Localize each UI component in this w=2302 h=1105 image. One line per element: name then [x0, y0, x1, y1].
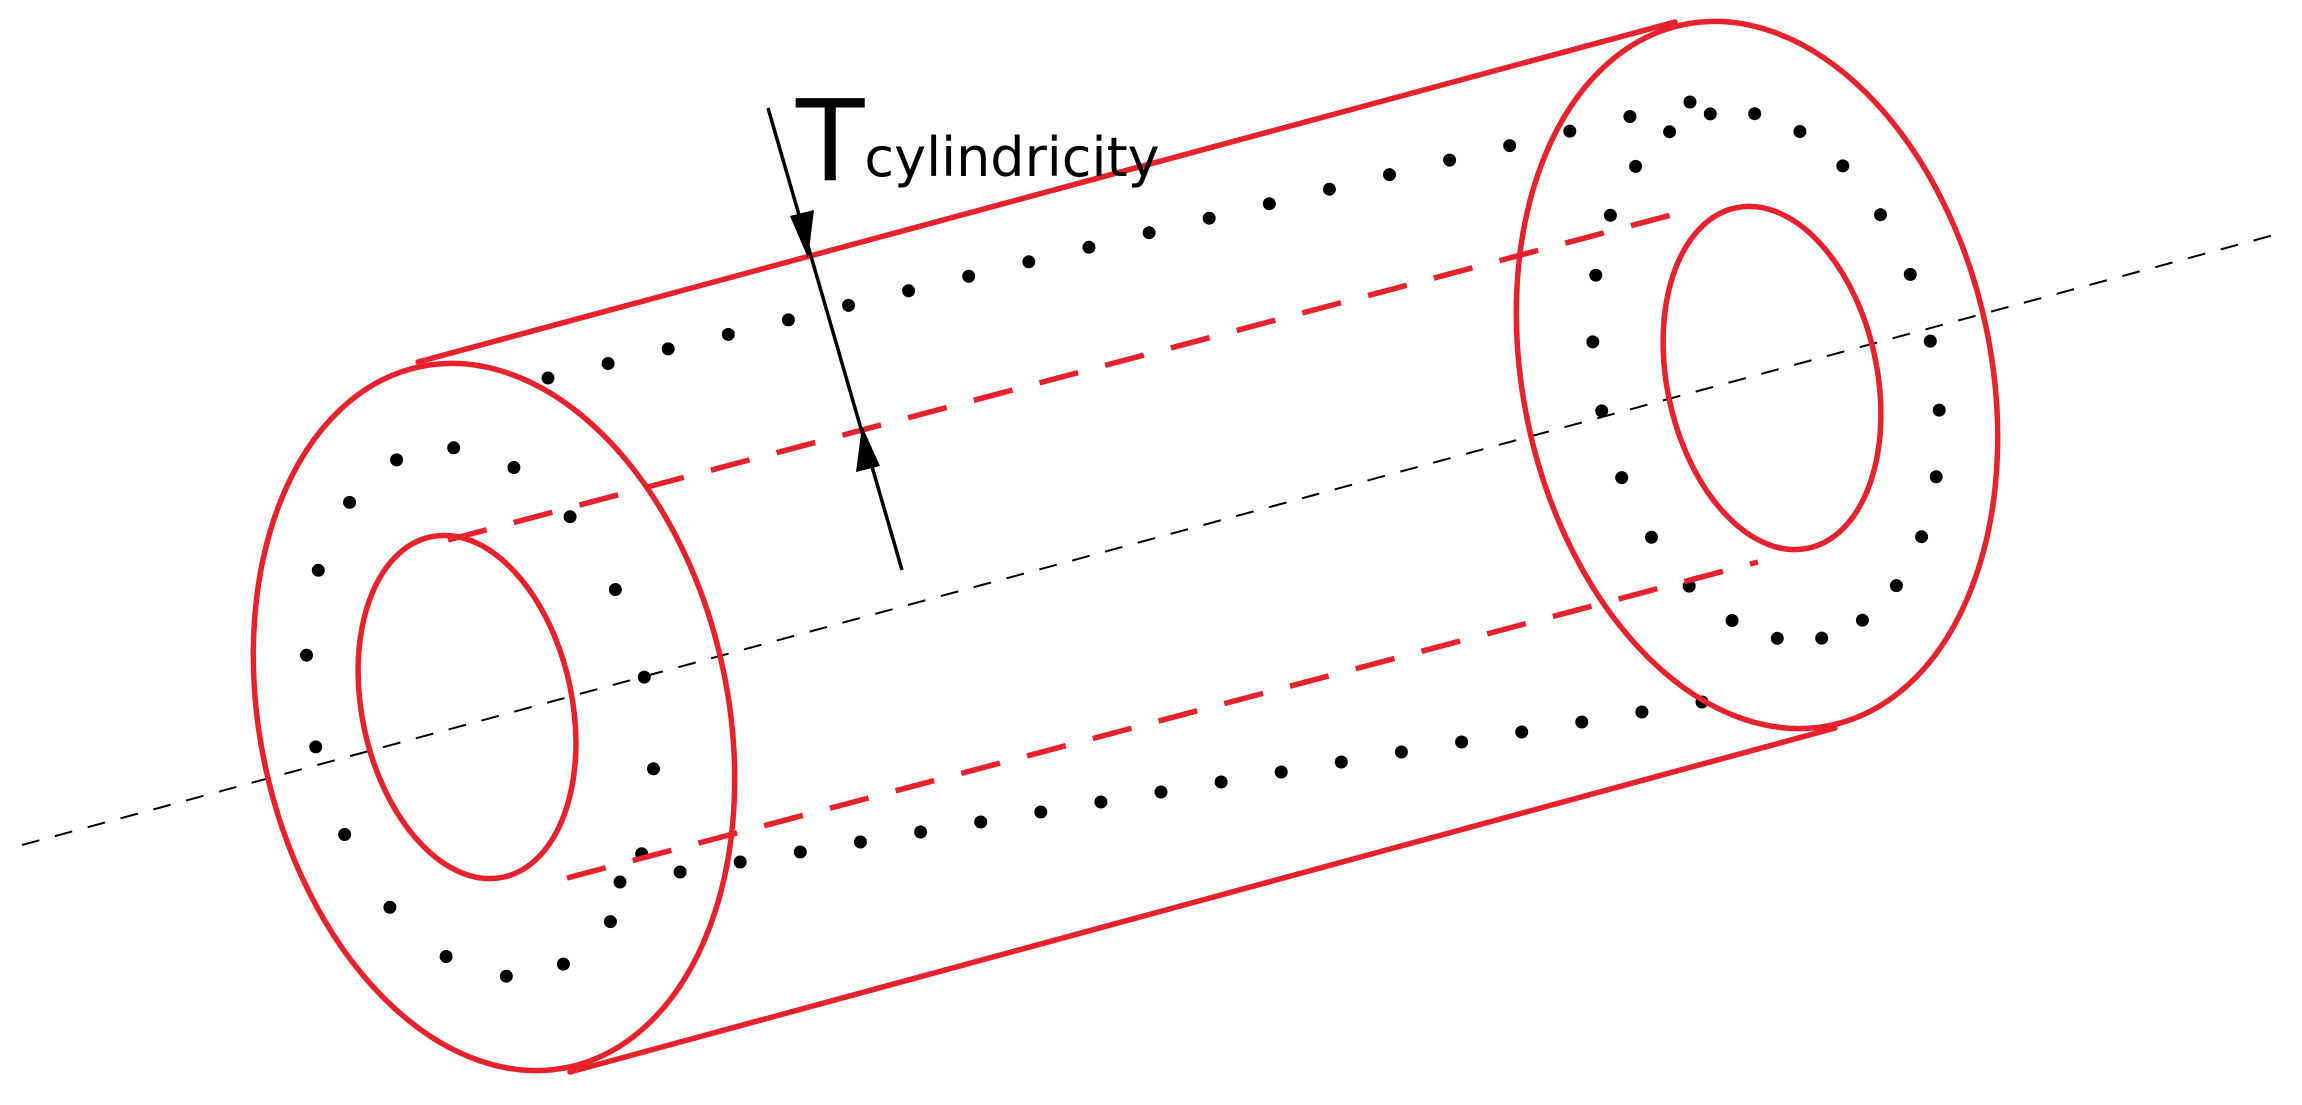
surface-point — [1725, 614, 1739, 627]
surface-point — [1815, 631, 1829, 645]
back-inner-ellipse — [1660, 203, 1884, 553]
surface-point — [1515, 725, 1529, 739]
surface-point — [1563, 124, 1577, 138]
surface-point — [647, 762, 660, 776]
surface-point — [390, 453, 404, 467]
surface-point — [1383, 168, 1396, 182]
inner-bore-top-hidden-edge — [447, 211, 1676, 543]
surface-point — [1202, 211, 1216, 225]
surface-point — [1629, 159, 1643, 173]
surface-point — [1623, 110, 1637, 123]
surface-point — [383, 900, 397, 914]
surface-point — [974, 815, 988, 829]
surface-point — [1142, 226, 1156, 240]
surface-point — [343, 495, 357, 509]
surface-point — [1615, 471, 1629, 485]
surface-point — [300, 648, 313, 662]
surface-point — [1663, 125, 1677, 139]
surface-point — [1094, 795, 1108, 809]
surface-point — [1154, 785, 1168, 799]
surface-point — [1645, 530, 1658, 544]
surface-point — [902, 284, 916, 298]
surface-point — [1322, 182, 1336, 196]
surface-point — [914, 825, 928, 839]
surface-point — [1503, 139, 1517, 153]
surface-point — [1274, 765, 1288, 779]
surface-point — [1915, 530, 1929, 544]
surface-point — [721, 327, 735, 341]
inner-bore-bottom-hidden-edge — [566, 559, 1759, 881]
surface-point — [563, 510, 577, 524]
center-axis — [21, 231, 2286, 846]
surface-point — [603, 915, 617, 929]
surface-point — [1455, 735, 1469, 749]
arrowhead-down — [790, 210, 814, 258]
surface-point — [1589, 268, 1603, 282]
outer-top-edge — [415, 19, 1678, 365]
surface-point — [1855, 613, 1869, 627]
surface-point — [1683, 95, 1697, 109]
surface-point — [1262, 197, 1276, 211]
surface-point — [793, 845, 807, 859]
surface-point — [1793, 125, 1807, 138]
surface-point — [499, 969, 513, 983]
tolerance-symbol: T — [795, 77, 865, 207]
surface-point — [661, 342, 675, 356]
surface-point — [1034, 805, 1048, 819]
surface-point — [1903, 267, 1917, 281]
surface-point — [1748, 107, 1762, 121]
surface-point — [1082, 240, 1096, 254]
surface-point — [309, 740, 323, 754]
surface-point — [613, 875, 627, 889]
surface-point — [1703, 107, 1717, 121]
surface-point — [608, 583, 622, 596]
arrowhead-up — [856, 426, 880, 472]
surface-point — [1443, 153, 1457, 167]
surface-point — [1932, 403, 1946, 417]
surface-point — [1889, 579, 1903, 593]
surface-point — [781, 313, 795, 327]
surface-point — [1575, 715, 1589, 729]
surface-point — [1595, 404, 1609, 418]
front-inner-ellipse — [355, 532, 579, 882]
surface-point — [601, 357, 615, 370]
surface-point — [439, 950, 453, 963]
tolerance-leader-line — [766, 107, 904, 571]
surface-point — [1770, 631, 1784, 645]
surface-point — [541, 371, 555, 385]
front-outer-ellipse — [250, 360, 738, 1074]
surface-point — [1214, 775, 1228, 789]
surface-point — [637, 670, 651, 684]
surface-point — [1334, 755, 1348, 769]
measured-surface-points — [300, 95, 1946, 983]
surface-point — [1923, 334, 1937, 348]
surface-point — [842, 298, 855, 312]
surface-point — [447, 441, 461, 455]
surface-point — [338, 828, 352, 841]
surface-point — [1586, 335, 1600, 349]
outer-bottom-edge — [567, 725, 1838, 1075]
surface-point — [1394, 745, 1408, 759]
surface-point — [311, 563, 325, 577]
surface-point — [1022, 255, 1036, 269]
surface-point — [1874, 208, 1887, 222]
surface-point — [1635, 705, 1649, 719]
tolerance-label: Tcylindricity — [795, 77, 1160, 207]
surface-point — [1836, 159, 1850, 173]
surface-point — [1929, 470, 1943, 484]
surface-point — [962, 269, 976, 283]
surface-point — [673, 865, 687, 879]
tolerance-subscript: cylindricity — [864, 126, 1159, 189]
tolerance-zone-indicator: Tcylindricity — [766, 77, 1160, 571]
surface-point — [1603, 208, 1617, 222]
surface-point — [733, 855, 747, 869]
back-outer-ellipse — [1513, 18, 2001, 732]
surface-point — [507, 461, 521, 474]
surface-point — [853, 835, 867, 849]
surface-point — [556, 957, 570, 971]
